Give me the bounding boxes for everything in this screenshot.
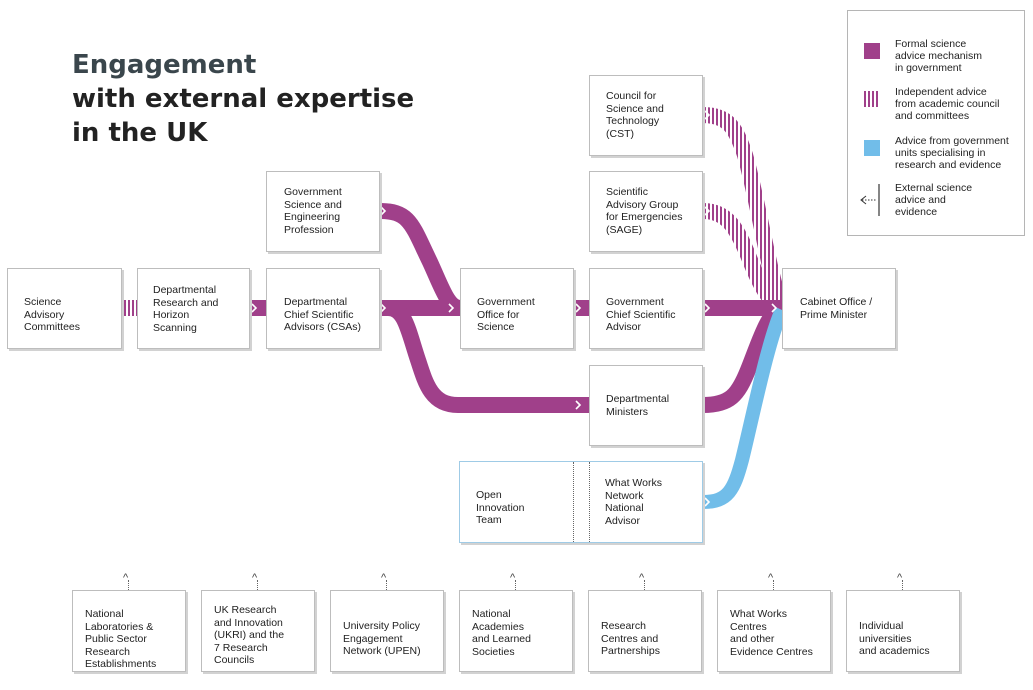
external-source-label: National Academies and Learned Societies — [472, 608, 531, 658]
chevron-icon — [704, 110, 711, 120]
external-connector — [515, 580, 516, 590]
external-connector — [902, 580, 903, 590]
caret-up-icon: ^ — [897, 572, 903, 584]
caret-up-icon: ^ — [510, 572, 516, 584]
chevron-icon — [575, 400, 582, 410]
node-label: Open Innovation Team — [476, 489, 525, 526]
flow-gsep-to-gos — [379, 203, 462, 316]
node-label: Government Chief Scientific Advisor — [606, 296, 676, 333]
page-title-line-2: with external expertise — [72, 84, 415, 114]
legend: Formal science advice mechanism in gover… — [847, 10, 1025, 236]
legend-label-academic: Independent advice from academic council… — [895, 86, 1000, 122]
external-source-box: Research Centres and Partnerships — [588, 590, 702, 672]
node-gov-chief-scientific-advisor: Government Chief Scientific Advisor — [589, 268, 703, 349]
chevron-icon — [380, 206, 387, 216]
external-connector — [128, 580, 129, 590]
node-gov-science-engineering: Government Science and Engineering Profe… — [266, 171, 380, 252]
divider — [573, 462, 574, 542]
external-source-label: What Works Centres and other Evidence Ce… — [730, 608, 813, 658]
node-label: Scientific Advisory Group for Emergencie… — [606, 186, 683, 236]
caret-up-icon: ^ — [123, 572, 129, 584]
node-council-science-tech: Council for Science and Technology (CST) — [589, 75, 703, 156]
external-source-label: Individual universities and academics — [859, 620, 930, 657]
external-connector — [386, 580, 387, 590]
external-source-box: What Works Centres and other Evidence Ce… — [717, 590, 831, 672]
external-source-box: National Laboratories & Public Sector Re… — [72, 590, 186, 672]
chevron-icon — [704, 303, 711, 313]
page-title-line-1: Engagement — [72, 50, 257, 80]
node-label: Cabinet Office / Prime Minister — [800, 296, 873, 321]
external-source-box: Individual universities and academics — [846, 590, 960, 672]
flow-whatworks-to-cabinet — [702, 307, 789, 509]
chevron-icon — [448, 303, 455, 313]
node-departmental-research: Departmental Research and Horizon Scanni… — [137, 268, 250, 349]
node-cabinet-office: Cabinet Office / Prime Minister — [782, 268, 896, 349]
node-label: Government Office for Science — [477, 296, 535, 333]
node-label: Departmental Research and Horizon Scanni… — [153, 284, 219, 334]
chevron-icon — [771, 303, 778, 313]
legend-swatch-formal — [864, 43, 880, 59]
node-label: Science Advisory Committees — [24, 296, 81, 333]
node-label: What Works Network National Advisor — [605, 477, 662, 527]
flow-dcsa-to-ministers — [386, 300, 589, 413]
page-title-line-3: in the UK — [72, 118, 208, 148]
divider — [589, 462, 590, 542]
legend-swatch-units — [864, 140, 880, 156]
node-departmental-ministers: Departmental Ministers — [589, 365, 703, 446]
chevron-icon — [251, 303, 258, 313]
node-label: Council for Science and Technology (CST) — [606, 90, 664, 140]
external-source-label: UK Research and Innovation (UKRI) and th… — [214, 604, 285, 666]
legend-swatch-academic — [864, 91, 880, 107]
node-label: Government Science and Engineering Profe… — [284, 186, 342, 236]
external-connector — [644, 580, 645, 590]
external-source-box: National Academies and Learned Societies — [459, 590, 573, 672]
external-connector — [773, 580, 774, 590]
legend-label-units: Advice from government units specialisin… — [895, 135, 1009, 171]
flow-sage-to-cabinet — [702, 203, 786, 316]
external-source-box: University Policy Engagement Network (UP… — [330, 590, 444, 672]
node-label: Departmental Ministers — [606, 393, 670, 418]
node-gov-office-science: Government Office for Science — [460, 268, 574, 349]
caret-up-icon: ^ — [252, 572, 258, 584]
legend-label-formal: Formal science advice mechanism in gover… — [895, 38, 982, 74]
chevron-icon — [704, 206, 711, 216]
external-advice-icon — [860, 184, 880, 216]
external-source-box: UK Research and Innovation (UKRI) and th… — [201, 590, 315, 672]
flow-ministers-to-cabinet — [702, 300, 786, 413]
node-label: Departmental Chief Scientific Advisors (… — [284, 296, 362, 333]
chevron-icon — [380, 303, 387, 313]
flow-chevrons — [251, 110, 778, 507]
chevron-icon — [704, 497, 711, 507]
chevron-icon — [575, 303, 582, 313]
external-source-label: National Laboratories & Public Sector Re… — [85, 608, 157, 670]
flow-sac-to-drhs — [121, 300, 137, 316]
node-science-advisory-committees: Science Advisory Committees — [7, 268, 122, 349]
external-source-label: University Policy Engagement Network (UP… — [343, 620, 421, 657]
external-source-label: Research Centres and Partnerships — [601, 620, 660, 657]
external-connector — [257, 580, 258, 590]
flow-cst-to-cabinet — [702, 107, 790, 312]
caret-up-icon: ^ — [639, 572, 645, 584]
node-open-innovation-whatworks: Open Innovation Team What Works Network … — [459, 461, 703, 543]
node-sage: Scientific Advisory Group for Emergencie… — [589, 171, 703, 252]
legend-label-external: External science advice and evidence — [895, 182, 973, 218]
caret-up-icon: ^ — [768, 572, 774, 584]
node-departmental-csas: Departmental Chief Scientific Advisors (… — [266, 268, 380, 349]
caret-up-icon: ^ — [381, 572, 387, 584]
